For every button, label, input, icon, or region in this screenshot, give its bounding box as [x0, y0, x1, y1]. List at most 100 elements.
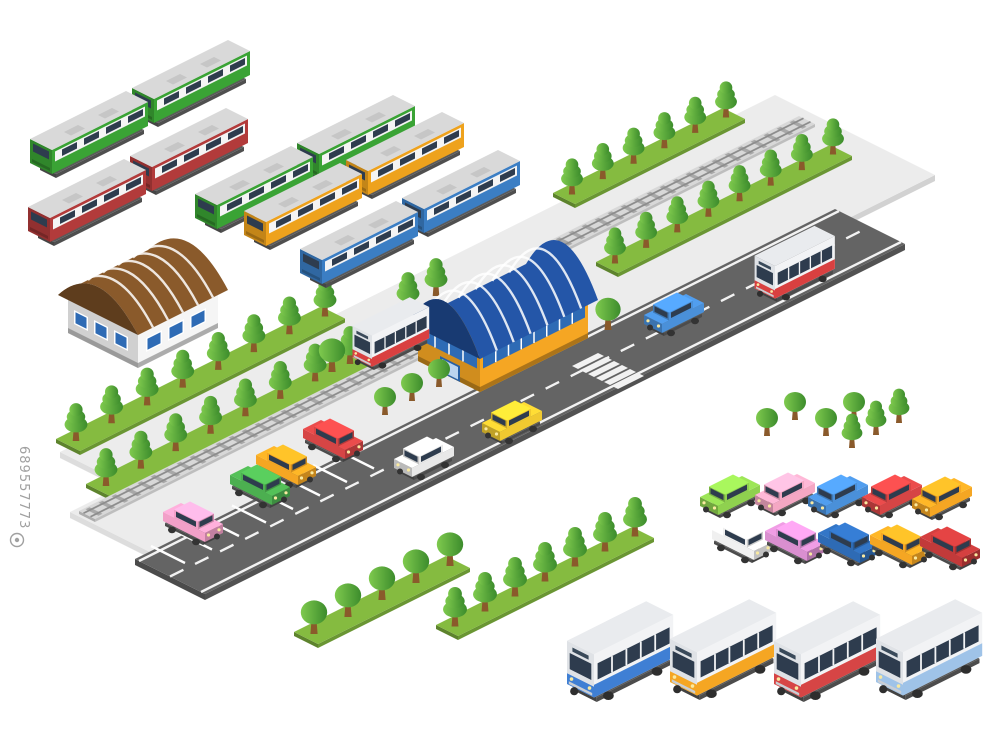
car-green-car: [230, 464, 290, 509]
pine-tree: [206, 332, 230, 370]
pine-tree: [64, 403, 88, 441]
car-navy-car: [818, 522, 878, 567]
train-green-commuter: [30, 40, 250, 178]
round-tree: [402, 549, 430, 583]
train-car: [130, 108, 248, 195]
round-tree: [595, 297, 621, 330]
pine-tree: [841, 413, 863, 448]
car-white-car: [712, 519, 772, 564]
grass-strip-upper-right-back: [553, 81, 745, 208]
car-violet-car: [765, 520, 825, 565]
railway-station-track: [79, 346, 425, 522]
main-station: [408, 239, 598, 392]
barrel-roof: [58, 238, 228, 335]
pine-tree: [715, 81, 737, 118]
pine-tree: [313, 278, 337, 317]
watermark-logo-icon: [9, 532, 25, 548]
pine-tree: [533, 541, 557, 582]
train-car: [402, 150, 520, 237]
pine-tree: [790, 133, 813, 171]
pine-tree: [94, 448, 118, 486]
round-tree: [318, 338, 346, 372]
grass-strip-upper-right-front: [596, 118, 852, 277]
bus-red-bus: [774, 601, 881, 702]
pine-tree: [591, 142, 614, 180]
round-tree: [436, 532, 464, 566]
pine-tree: [396, 272, 420, 310]
car-blue-car: [808, 474, 868, 519]
pine-tree: [135, 367, 159, 406]
scene-root: [28, 40, 983, 702]
car-white-car: [394, 436, 454, 481]
car-yellow-car: [482, 400, 542, 445]
pine-tree: [635, 211, 658, 248]
bus-red-shuttle-bus: [352, 297, 430, 370]
pine-tree: [623, 496, 647, 537]
small-station: [58, 238, 228, 368]
car-pink-car: [163, 501, 223, 546]
train-car: [28, 159, 146, 246]
pine-tree: [697, 180, 720, 217]
round-tree: [784, 392, 806, 420]
train-car: [30, 91, 148, 178]
bus-blue-bus: [567, 601, 674, 702]
watermark-id-text: 689557773: [16, 446, 31, 529]
train-green-commuter-2: [195, 95, 415, 233]
round-tree: [368, 566, 396, 600]
round-tree: [428, 359, 450, 387]
pine-tree: [199, 395, 223, 434]
pine-tree: [503, 556, 527, 597]
pine-tree: [684, 96, 707, 133]
bus-white-blue-bus: [876, 599, 983, 700]
car-blue-car: [644, 292, 704, 337]
bus-orange-bus: [670, 599, 777, 700]
round-tree: [815, 408, 837, 436]
round-tree: [300, 600, 328, 634]
pine-tree: [268, 361, 292, 399]
car-mint-car: [700, 474, 760, 519]
pine-tree: [563, 526, 587, 567]
round-tree: [756, 408, 778, 436]
pine-tree: [865, 400, 887, 435]
train-car: [300, 201, 418, 288]
pine-tree: [233, 378, 257, 417]
round-tree: [374, 387, 396, 415]
railway-upper-track: [549, 116, 815, 252]
pine-tree: [622, 127, 645, 164]
train-yellow-commuter: [244, 112, 464, 250]
train-car: [132, 40, 250, 127]
pine-tree: [303, 343, 327, 382]
pine-tree: [666, 196, 689, 233]
car-pink-car: [755, 472, 815, 517]
train-red-commuter: [28, 108, 248, 246]
pine-tree: [277, 296, 301, 335]
car-red-car: [303, 418, 363, 463]
train-car: [346, 112, 464, 199]
pine-tree: [473, 571, 497, 612]
crosswalk: [572, 353, 644, 389]
grass-strip-left-row-back: [56, 278, 345, 455]
pine-tree: [759, 149, 782, 186]
pine-tree: [242, 314, 266, 353]
road: [135, 209, 905, 600]
pine-tree: [593, 511, 617, 552]
car-orange-car: [870, 524, 930, 569]
round-tree: [334, 583, 362, 617]
pine-tree: [164, 413, 188, 452]
car-red-car: [862, 474, 922, 519]
pine-tree: [424, 258, 448, 296]
pine-tree: [604, 227, 626, 264]
train-blue-commuter: [300, 150, 520, 288]
round-tree: [401, 373, 423, 401]
train-car: [244, 163, 362, 250]
pine-tree: [561, 158, 583, 195]
pine-tree: [653, 112, 676, 149]
pine-tree: [888, 388, 910, 423]
grass-strip-bottom-round-row: [294, 532, 470, 648]
grass-strip-bottom-pine-row: [436, 496, 654, 640]
pine-tree: [171, 349, 195, 388]
car-orange-car: [912, 476, 972, 521]
pine-tree: [822, 118, 844, 155]
